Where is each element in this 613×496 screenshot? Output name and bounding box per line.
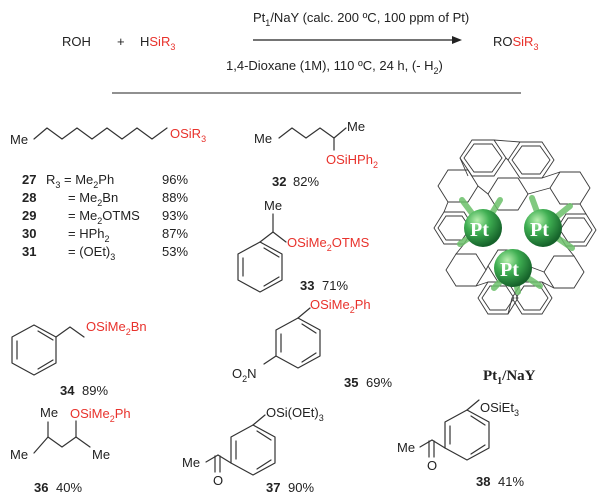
benzene-ring <box>11 324 57 376</box>
compound-number: 34 <box>60 383 75 398</box>
methyl-label: Me <box>254 131 272 146</box>
compound-yield: 41% <box>498 474 524 489</box>
compound-35: OSiMe2Ph O2N 35 69% <box>232 297 392 390</box>
pt-atom <box>494 249 532 287</box>
osime2bn-group: OSiMe2Bn <box>86 319 147 337</box>
svg-text:= HPh2: = HPh2 <box>68 226 110 244</box>
osi-oet3-group: OSi(OEt)3 <box>266 405 324 423</box>
svg-text:31: 31 <box>22 244 36 259</box>
benzene-ring <box>444 409 490 461</box>
compound-number: 35 <box>344 375 358 390</box>
row-30: 30 = HPh2 87% <box>22 226 188 244</box>
product-silyl-ether: ROSiR3 <box>493 34 538 52</box>
compound-34: OSiMe2Bn 34 89% <box>11 319 147 398</box>
row-29: 29 = Me2OTMS 93% <box>22 208 188 226</box>
pentyl-chain <box>278 127 335 139</box>
osir3-group: OSiR3 <box>170 126 206 144</box>
row-28: 28 = Me2Bn 88% <box>22 190 188 208</box>
row-27: 27 R3 = Me2Ph 96% <box>22 172 188 190</box>
benzene-ring <box>230 424 276 476</box>
methyl-label: Me <box>397 440 415 455</box>
compound-number: 32 <box>272 174 286 189</box>
reactant-silane: HSiR3 <box>140 34 175 52</box>
compound-33: Me OSiMe2OTMS 33 71% <box>237 198 370 293</box>
svg-text:= Me2Bn: = Me2Bn <box>68 190 118 208</box>
svg-text:= Me2OTMS: = Me2OTMS <box>68 208 140 226</box>
methyl-label: Me <box>10 447 28 462</box>
methyl-label: Me <box>40 405 58 420</box>
row-31: 31 = (OEt)3 53% <box>22 244 188 262</box>
svg-text:88%: 88% <box>162 190 188 205</box>
compound-number: 37 <box>266 480 280 495</box>
compound-number: 36 <box>34 480 48 495</box>
svg-text:R3 = Me2Ph: R3 = Me2Ph <box>46 172 114 190</box>
carbonyl-oxygen: O <box>213 473 223 488</box>
methyl-label: Me <box>92 447 110 462</box>
osihph2-group: OSiHPh2 <box>326 152 378 170</box>
compound-number: 33 <box>300 278 314 293</box>
compound-36: Me Me OSiMe2Ph Me 36 40% <box>10 405 131 495</box>
conditions-solvent: 1,4-Dioxane (1M), 110 ºC, 24 h, (- H2) <box>226 58 443 76</box>
compound-yield: 89% <box>82 383 108 398</box>
methyl-label: Me <box>347 119 365 134</box>
pt-atom-label: Pt <box>470 219 489 241</box>
reaction-arrow-head <box>452 36 462 44</box>
plus-sign: + <box>117 34 125 49</box>
svg-text:96%: 96% <box>162 172 188 187</box>
svg-text:93%: 93% <box>162 208 188 223</box>
conditions-catalyst: Pt1/NaY (calc. 200 ºC, 100 ppm of Pt) <box>253 10 469 28</box>
pt-atom-label: Pt <box>500 259 519 281</box>
carbonyl-oxygen: O <box>427 458 437 473</box>
catalyst-zeolite-illustration: Pt Pt Pt Pt1/NaY <box>433 139 597 387</box>
nitro-group: O2N <box>232 366 257 384</box>
svg-text:27: 27 <box>22 172 36 187</box>
methyl-label: Me <box>264 198 282 213</box>
svg-text:30: 30 <box>22 226 36 241</box>
pt-atom <box>524 209 562 247</box>
methyl-label: Me <box>10 132 28 147</box>
reactant-alcohol: ROH <box>62 34 91 49</box>
osime2ph-group: OSiMe2Ph <box>70 406 131 424</box>
svg-text:= (OEt)3: = (OEt)3 <box>68 244 115 262</box>
osime2otms-group: OSiMe2OTMS <box>287 235 370 253</box>
svg-text:53%: 53% <box>162 244 188 259</box>
compound-yield: 71% <box>322 278 348 293</box>
compound-yield: 82% <box>293 174 319 189</box>
compound-37: OSi(OEt)3 Me O 37 90% <box>182 405 324 495</box>
compound-yield: 90% <box>288 480 314 495</box>
compound-number: 38 <box>476 474 490 489</box>
compound-yield: 69% <box>366 375 392 390</box>
catalyst-caption: Pt1/NaY <box>483 368 536 387</box>
methyl-label: Me <box>182 455 200 470</box>
pt-atom-label: Pt <box>530 219 549 241</box>
osiet3-group: OSiEt3 <box>480 400 519 418</box>
benzene-ring <box>237 241 283 293</box>
compound-38: OSiEt3 Me O 38 41% <box>397 399 524 489</box>
svg-text:29: 29 <box>22 208 36 223</box>
compound-32: Me Me OSiHPh2 32 82% <box>254 119 378 189</box>
svg-text:87%: 87% <box>162 226 188 241</box>
octyl-chain <box>33 127 168 140</box>
compound-yield: 40% <box>56 480 82 495</box>
benzene-ring <box>275 317 321 369</box>
pt-atom <box>464 209 502 247</box>
osime2ph-group: OSiMe2Ph <box>310 297 371 315</box>
reaction-equation: ROH + HSiR3 Pt1/NaY (calc. 200 ºC, 100 p… <box>62 10 538 76</box>
compound-27-31: Me OSiR3 27 R3 = Me2Ph 96% 28 = Me2Bn 88… <box>10 126 206 262</box>
svg-text:28: 28 <box>22 190 36 205</box>
